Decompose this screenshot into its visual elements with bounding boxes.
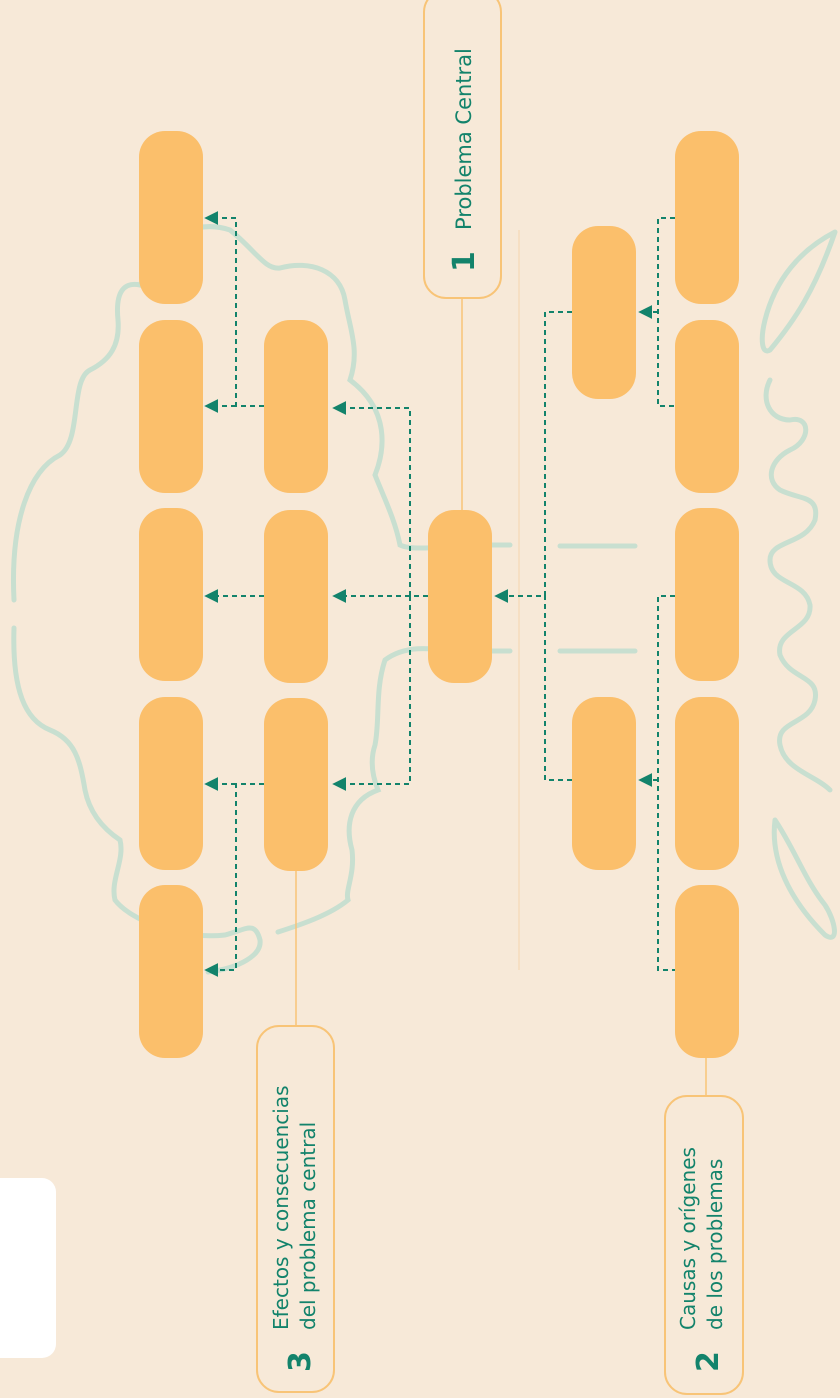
causes-number: 2 <box>691 1351 726 1372</box>
diagram-boxes <box>139 131 739 1058</box>
connector-lines <box>204 211 675 977</box>
cause-box <box>675 697 739 870</box>
effects-line2: del problema central <box>296 1122 320 1330</box>
causes-line1: Causas y orígenes <box>676 1147 700 1330</box>
cause-box <box>675 885 739 1058</box>
central-text: Problema Central <box>452 48 476 230</box>
effects-number: 3 <box>283 1351 318 1372</box>
central-problem-box <box>428 510 492 683</box>
effect-box <box>264 698 328 871</box>
cause-box <box>572 697 636 870</box>
label-central-problem: 1 Problema Central <box>423 0 502 299</box>
label-causes: 2 Causas y orígenes de los problemas <box>664 1095 744 1395</box>
leaf-decoration <box>759 229 838 940</box>
stem-lines <box>295 230 707 1096</box>
effects-line1: Efectos y consecuencias <box>269 1085 293 1330</box>
effect-box <box>139 320 203 493</box>
cause-box <box>572 226 636 399</box>
causes-line2: de los problemas <box>703 1159 727 1330</box>
effect-box <box>264 320 328 493</box>
central-number: 1 <box>447 251 482 272</box>
effect-box <box>139 885 203 1058</box>
effect-box <box>139 131 203 304</box>
page-tab-icon <box>0 1178 56 1358</box>
cause-box <box>675 508 739 681</box>
cause-box <box>675 131 739 304</box>
label-effects: 3 Efectos y consecuencias del problema c… <box>256 1025 335 1393</box>
effect-box <box>139 508 203 681</box>
effect-box <box>139 697 203 870</box>
effect-box <box>264 510 328 683</box>
cause-box <box>675 320 739 493</box>
